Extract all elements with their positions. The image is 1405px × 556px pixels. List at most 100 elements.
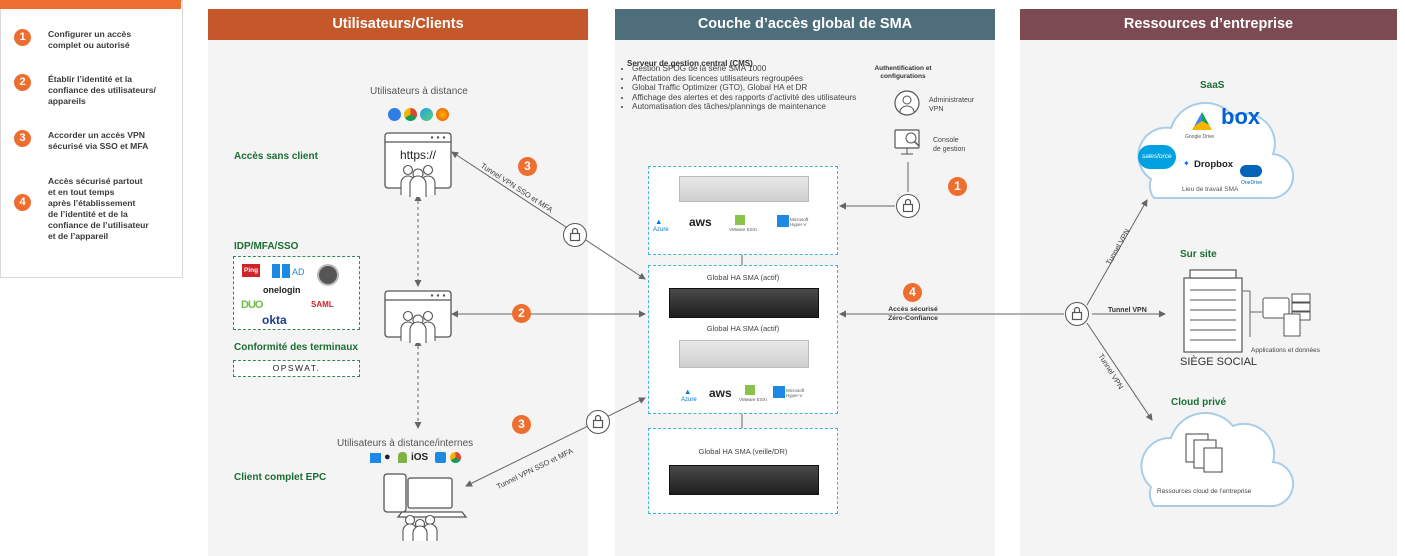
azure-label: Azure [681,397,697,403]
ios-label: iOS [411,452,429,463]
cms-features-list: Gestion SPOG de la série SMA 1000 Affect… [622,64,882,112]
safari-icon [388,108,401,121]
hq-server-tower-icon [1183,269,1243,353]
apps-data-label: Applications et données [1251,347,1321,354]
ha-active-label: Global HA SMA (actif) [706,324,780,333]
sma-column-header: Couche d’accès global de SMA [615,9,995,40]
aws-logo: aws [689,215,712,229]
zero-trust-label: Accès sécurisé Zéro-Confiance [888,306,938,322]
android-icon [398,452,407,463]
box-logo: box [1221,104,1261,129]
step-2-badge: 2 [512,304,531,323]
step-number-badge: 4 [14,194,31,211]
azure-label: Azure [653,227,669,233]
hardware-appliance-image [669,465,819,495]
remote-internal-label: Utilisateurs à distance/internes [337,438,474,449]
onelogin-logo: onelogin [263,285,301,295]
devices-users-icon [383,473,468,541]
salesforce-label: salesforce [1142,153,1172,160]
chrome-icon [404,108,417,121]
admin-label: Administrateur VPN [929,97,975,113]
chrome-os-icon [450,452,461,463]
idp-label: IDP/MFA/SSO [234,241,299,252]
opswat-box: OPSWAT. [233,360,360,377]
step-1-badge: 1 [948,177,967,196]
lock-icon [586,410,610,434]
management-console-icon [894,129,920,155]
firefox-icon [436,108,449,121]
browser-window-identity-icon [384,290,452,343]
step-number-badge: 3 [14,130,31,147]
aws-logo: aws [709,386,732,400]
idp-logos-box: Ping AD onelogin DUO SAML okta [233,256,360,330]
cloud-resources-label: Ressources cloud de l’entreprise [1157,488,1252,495]
step-number-badge: 1 [14,29,31,46]
auth-title: Authentification et configurations [874,65,932,80]
hyperv-icon [777,215,789,227]
console-label: Console de gestion [933,137,966,153]
windows-logo-icon [272,264,290,278]
ad-logo: AD [292,267,305,277]
cms-feature: Affichage des alertes et des rapports d’… [632,93,882,103]
vmware-icon [735,215,745,225]
resources-column-header: Ressources d’entreprise [1020,9,1397,40]
os-icons-row: ● iOS [370,451,470,466]
saas-line [1086,199,1148,306]
vmware-icon [745,385,755,395]
step-text: Accès sécurisé partout et en tout temps … [48,176,149,241]
step-text: Accorder un accès VPN sécurisé via SSO e… [48,130,149,151]
ha-cluster-box: Global HA SMA (actif) Global HA SMA (act… [648,265,838,414]
tunnel-bottom-line [465,397,646,487]
hyperv-label: Microsoft Hyper-V [786,388,805,398]
ha-active-label: Global HA SMA (actif) [706,273,780,282]
cms-feature: Gestion SPOG de la série SMA 1000 [632,64,882,74]
private-cloud-icon [1140,412,1294,508]
cms-title: Serveur de gestion central (CMS) [627,59,753,68]
sma-workplace-label: Lieu de travail SMA [1182,186,1239,193]
hyperv-label: Microsoft Hyper-V [790,217,809,227]
salesforce-cloud-icon [1138,145,1176,169]
windows-icon [370,453,381,463]
step-3-top-badge: 3 [518,157,537,176]
remote-users-label: Utilisateurs à distance [370,86,468,97]
on-premise-label: Sur site [1180,249,1217,260]
ha-standby-box: Global HA SMA (veille/DR) [648,428,838,514]
edge-icon [420,108,433,121]
hyperv-icon [773,386,785,398]
hq-label: SIÈGE SOCIAL [1180,356,1258,368]
vmware-label: VMware ESXi [739,397,767,402]
tunnel-top-line [451,151,646,280]
url-text: https:// [400,148,437,162]
cms-appliance-box: ▲ Azure aws VMware ESXi Microsoft Hyper-… [648,166,838,255]
cms-feature: Automatisation des tâches/plannings de m… [632,102,882,112]
ping-logo: Ping [242,264,261,277]
virtual-appliance-image [679,340,809,368]
tunnel-vpn-label: Tunnel VPN [1108,307,1147,314]
private-cloud-line [1086,322,1153,421]
admin-user-icon [894,90,920,116]
dropbox-icon: ✦ [1183,159,1190,168]
endpoint-compliance-label: Conformité des terminaux [234,342,358,353]
step-3-bottom-badge: 3 [512,415,531,434]
legend-accent-bar [0,0,181,9]
saml-logo: SAML [311,300,334,309]
saas-label: SaaS [1200,80,1225,91]
step-text: Établir l’identité et la confiance des u… [48,74,156,106]
onedrive-label: OneDrive [1241,180,1263,186]
onedrive-icon [1240,165,1262,177]
epc-label: Client complet EPC [234,472,327,483]
apple-icon: ● [384,451,391,463]
okta-logo: okta [262,313,287,327]
users-column-header: Utilisateurs/Clients [208,9,588,40]
duo-logo: DUO [241,299,263,311]
apps-data-icon [1262,293,1311,337]
lock-icon [1065,302,1089,326]
ha-standby-label: Global HA SMA (veille/DR) [698,447,788,456]
cms-feature: Global Traffic Optimizer (GTO), Global H… [632,83,882,93]
cms-feature: Affectation des licences utilisateurs re… [632,74,882,84]
lock-icon [896,194,920,218]
dropbox-label: Dropbox [1194,159,1234,170]
step-number-badge: 2 [14,74,31,91]
opswat-logo: OPSWAT. [272,363,321,373]
browser-window-icon [384,132,452,197]
